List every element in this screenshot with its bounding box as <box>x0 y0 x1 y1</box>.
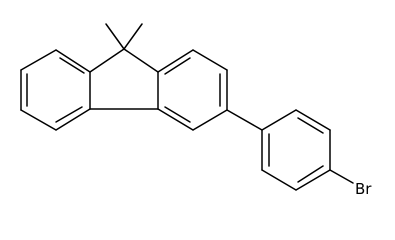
left-benzene-ring <box>20 49 91 131</box>
carbon-bromine-bond <box>329 169 354 184</box>
bromine-atom-label: Br <box>355 180 372 198</box>
bromophenyl-ring <box>261 109 331 191</box>
gem-dimethyl-group <box>105 23 143 50</box>
methyl-bond-right <box>123 23 143 50</box>
chemical-structure-diagram: Br <box>20 23 372 198</box>
right-fluorene-ring <box>157 49 228 131</box>
methyl-bond-left <box>105 23 125 50</box>
five-membered-ring <box>89 48 159 110</box>
biaryl-bond <box>226 109 263 131</box>
